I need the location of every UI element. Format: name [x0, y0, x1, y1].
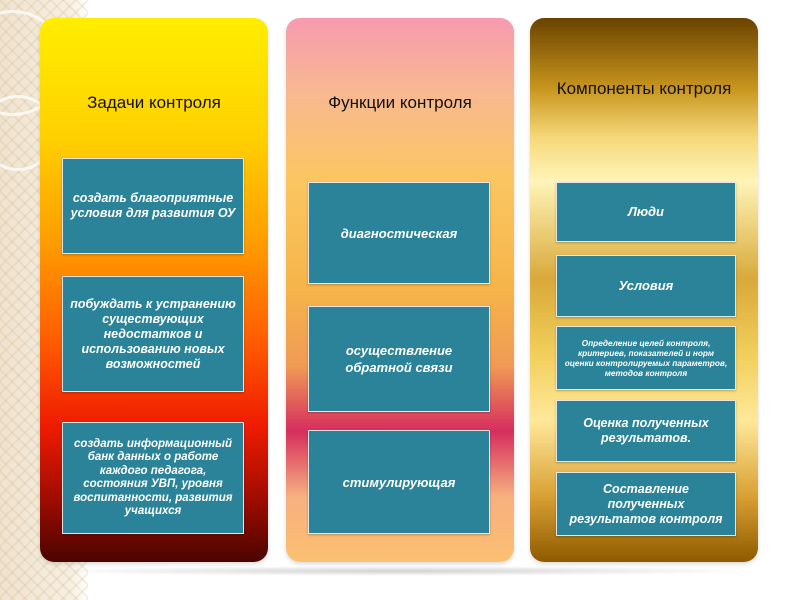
column-tasks: Задачи контроля создать благоприятные ус…	[40, 18, 268, 562]
component-card: Условия	[556, 255, 736, 317]
column-title: Компоненты контроля	[556, 79, 732, 98]
function-card: осуществление обратной связи	[308, 306, 490, 412]
column-title: Функции контроля	[328, 93, 472, 112]
function-card: стимулирующая	[308, 430, 490, 534]
component-card: Люди	[556, 182, 736, 242]
component-card: Составление полученных результатов контр…	[556, 472, 736, 536]
diagram-shadow	[40, 566, 760, 576]
task-card: создать информационный банк данных о раб…	[62, 422, 244, 534]
column-title: Задачи контроля	[87, 93, 221, 112]
component-card: Определение целей контроля, критериев, п…	[556, 326, 736, 390]
component-card: Оценка полученных результатов.	[556, 400, 736, 462]
function-card: диагностическая	[308, 182, 490, 284]
task-card: создать благоприятные условия для развит…	[62, 158, 244, 254]
task-card: побуждать к устранению существующих недо…	[62, 276, 244, 392]
column-functions: Функции контроля диагностическая осущест…	[286, 18, 514, 562]
column-components: Компоненты контроля Люди Условия Определ…	[530, 18, 758, 562]
